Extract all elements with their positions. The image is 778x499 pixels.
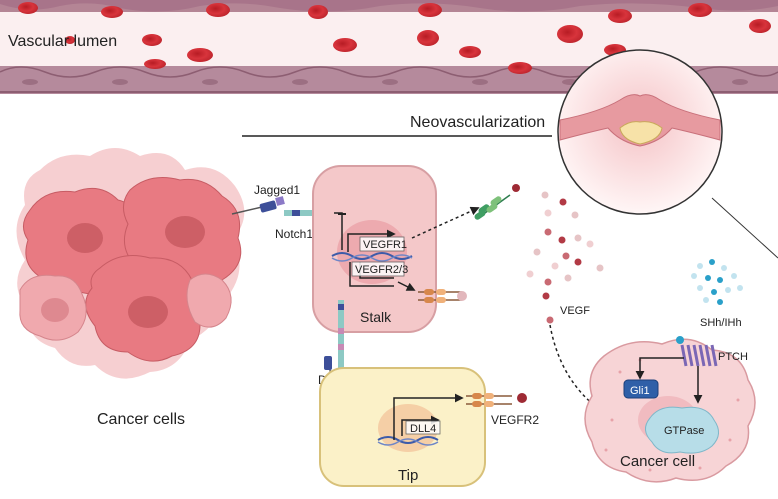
vascular-lumen-label: Vascular lumen [8,33,117,50]
jagged1-label: Jagged1 [254,183,300,197]
red-blood-cells [18,2,771,74]
shh-ihh-particles [691,259,743,305]
zoom-circle [557,49,778,259]
vegfr1-receptor [474,184,520,220]
gli1-box [623,379,659,399]
cancer-cell-label: Cancer cell [620,453,695,470]
ptch-label: PTCH [718,351,748,363]
ptch-gli1-arrow [635,357,684,380]
notch1-label: Notch1 [275,227,313,241]
vegfr1-export-arrow [411,206,480,239]
gtpase-shape [645,406,719,454]
ptch-receptor [676,336,718,367]
vegfr23-receptor [418,289,467,303]
shh-ihh-label: SHh/IHh [700,317,742,329]
vegfr-promoters [347,229,405,287]
neovascularization-label: Neovascularization [410,114,545,131]
gli1-label: Gli1 [630,385,650,397]
vegf-label: VEGF [560,305,590,317]
vegfr23-gene-label: VEGFR2/3 [355,264,408,276]
gtpase-label: GTPase [664,425,704,437]
tip-label: Tip [398,467,418,484]
dll4-gene-label: DLL4 [410,423,436,435]
vegfr2-label: VEGFR2 [491,413,539,427]
vegf-particles [526,191,604,324]
vegfr1-gene-label: VEGFR1 [363,239,407,251]
vegfr2-receptor [466,393,527,407]
cancer-cells-cluster [16,148,245,379]
tip-cell [319,367,486,487]
stalk-label: Stalk [360,309,392,325]
cancer-cells-label: Cancer cells [97,411,185,428]
